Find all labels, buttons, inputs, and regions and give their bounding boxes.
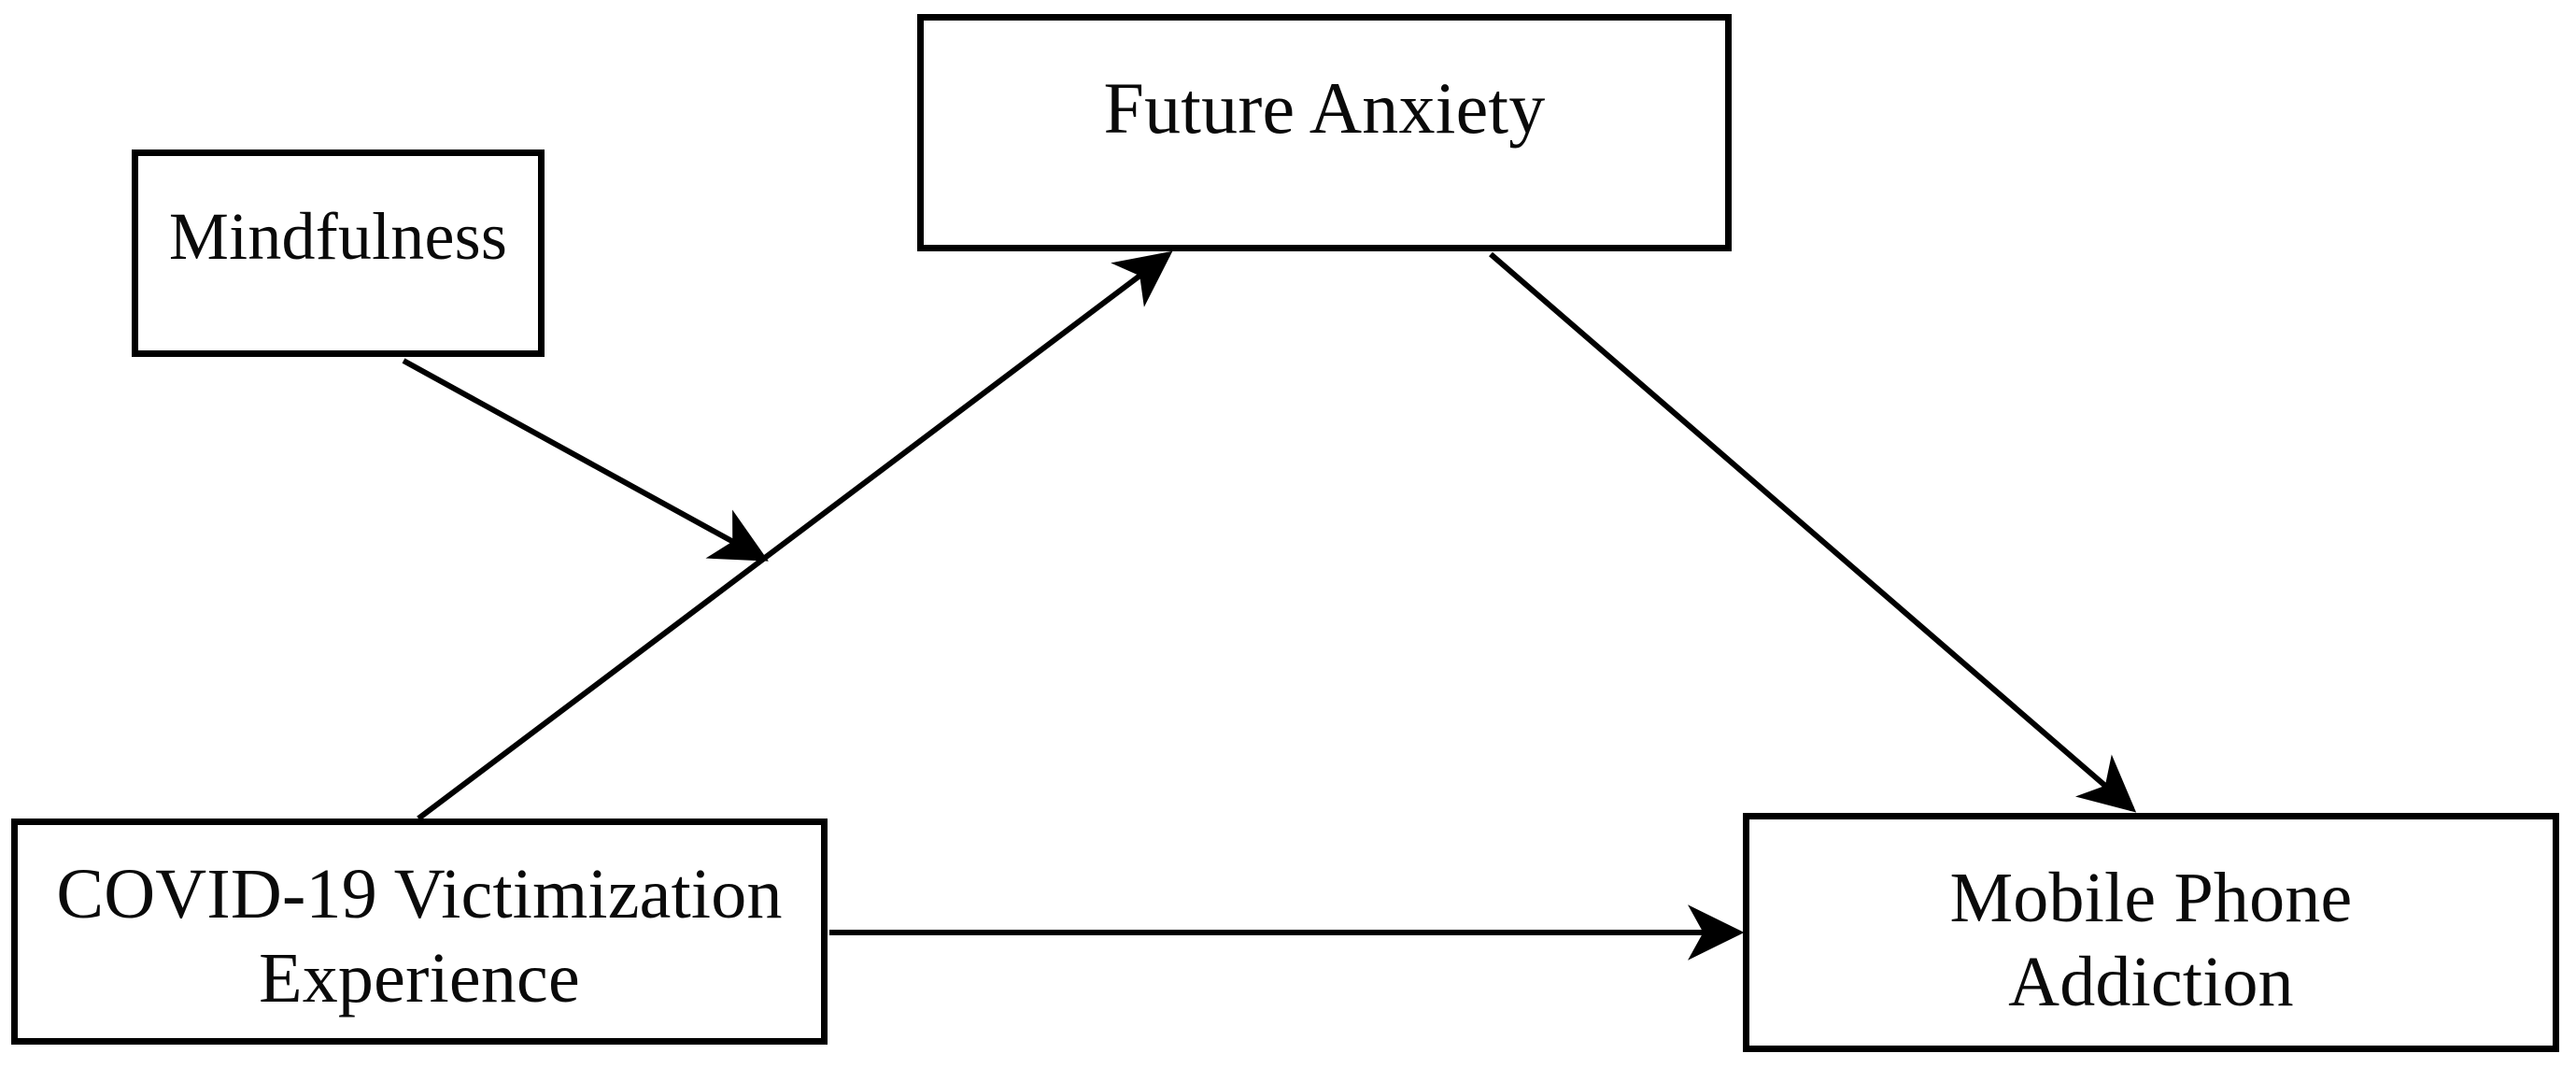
node-mobile-phone-addiction[interactable]: Mobile Phone Addiction [1743, 813, 2559, 1052]
node-covid-victimization-experience-label: COVID-19 Victimization Experience [56, 855, 783, 1018]
edge-mindfulness-moderation [402, 358, 769, 562]
edge-future-anxiety-to-mobile [1489, 251, 2137, 813]
node-future-anxiety[interactable]: Future Anxiety [917, 14, 1732, 251]
node-covid-victimization-experience[interactable]: COVID-19 Victimization Experience [11, 819, 828, 1045]
node-future-anxiety-label: Future Anxiety [1103, 67, 1546, 149]
node-mindfulness[interactable]: Mindfulness [132, 149, 545, 357]
node-mindfulness-label: Mindfulness [168, 199, 508, 274]
node-mobile-phone-addiction-label: Mobile Phone Addiction [1949, 859, 2353, 1021]
